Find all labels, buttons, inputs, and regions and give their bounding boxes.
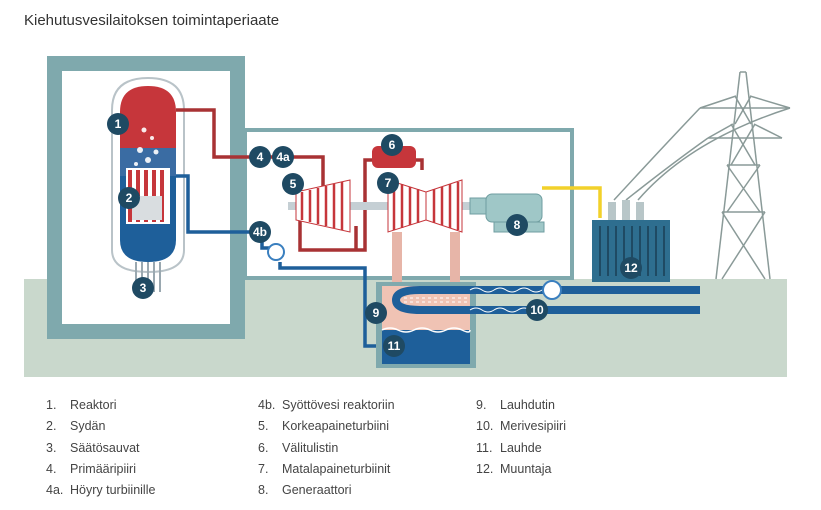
svg-text:9: 9 (373, 306, 380, 320)
legend-item: 8.Generaattori (258, 483, 352, 498)
high-pressure-turbine (295, 179, 351, 233)
marker-12: 12 (620, 257, 642, 279)
legend-item: 4b.Syöttövesi reaktoriin (258, 398, 395, 412)
marker-11: 11 (383, 335, 405, 357)
svg-text:8: 8 (514, 218, 521, 232)
svg-text:7: 7 (385, 176, 392, 190)
legend-item: 1.Reaktori (46, 398, 117, 412)
legend-item: 2.Sydän (46, 419, 106, 434)
legend-item: 6.Välitulistin (258, 440, 339, 455)
legend-column-2: 4b.Syöttövesi reaktoriin 5.Korkeapainetu… (258, 395, 395, 501)
legend-column-3: 9.Lauhdutin 10.Merivesipiiri 11.Lauhde 1… (476, 395, 566, 480)
reheater (372, 146, 416, 168)
legend-item: 4a.Höyry turbiinille (46, 483, 156, 498)
marker-4a: 4a (272, 146, 294, 168)
marker-2: 2 (118, 187, 140, 209)
low-pressure-turbine (387, 179, 463, 233)
reactor-vessel (111, 76, 185, 292)
marker-5: 5 (282, 173, 304, 195)
transformer (592, 200, 670, 282)
diagram-title: Kiehutusvesilaitoksen toimintaperiaate (24, 12, 280, 29)
legend-item: 11.Lauhde (476, 440, 542, 455)
legend-item: 5.Korkeapaineturbiini (258, 419, 390, 434)
legend-column-1: 1.Reaktori 2.Sydän 3.Säätösauvat 4.Primä… (46, 395, 155, 501)
marker-4: 4 (249, 146, 271, 168)
svg-text:1: 1 (115, 117, 122, 131)
legend-item: 7.Matalapaineturbiinit (258, 461, 391, 476)
svg-text:5: 5 (290, 177, 297, 191)
marker-8: 8 (506, 214, 528, 236)
svg-text:3: 3 (140, 281, 147, 295)
power-cable (542, 186, 602, 218)
feed-water-pump (267, 243, 285, 261)
marker-10: 10 (526, 299, 548, 321)
legend-item: 10.Merivesipiiri (476, 419, 566, 434)
legend-item: 4.Primääripiiri (46, 461, 136, 476)
marker-9: 9 (365, 302, 387, 324)
svg-text:6: 6 (389, 138, 396, 152)
marker-7: 7 (377, 172, 399, 194)
legend-item: 12.Muuntaja (476, 461, 552, 476)
svg-text:4a: 4a (276, 150, 290, 164)
turbine-hall (243, 128, 574, 280)
marker-1: 1 (107, 113, 129, 135)
feed-water-line (176, 174, 380, 348)
legend-item: 9.Lauhdutin (476, 398, 555, 412)
svg-text:11: 11 (388, 339, 401, 353)
marker-3: 3 (132, 277, 154, 299)
power-pylon (613, 71, 791, 280)
legend-item: 3.Säätösauvat (46, 440, 140, 455)
svg-text:10: 10 (530, 303, 544, 317)
marker-4b: 4b (249, 221, 271, 243)
marker-6: 6 (381, 134, 403, 156)
svg-text:12: 12 (624, 261, 638, 275)
svg-text:4: 4 (257, 150, 264, 164)
svg-text:2: 2 (126, 191, 133, 205)
svg-text:4b: 4b (253, 225, 267, 239)
sea-water-circuit (391, 280, 700, 314)
